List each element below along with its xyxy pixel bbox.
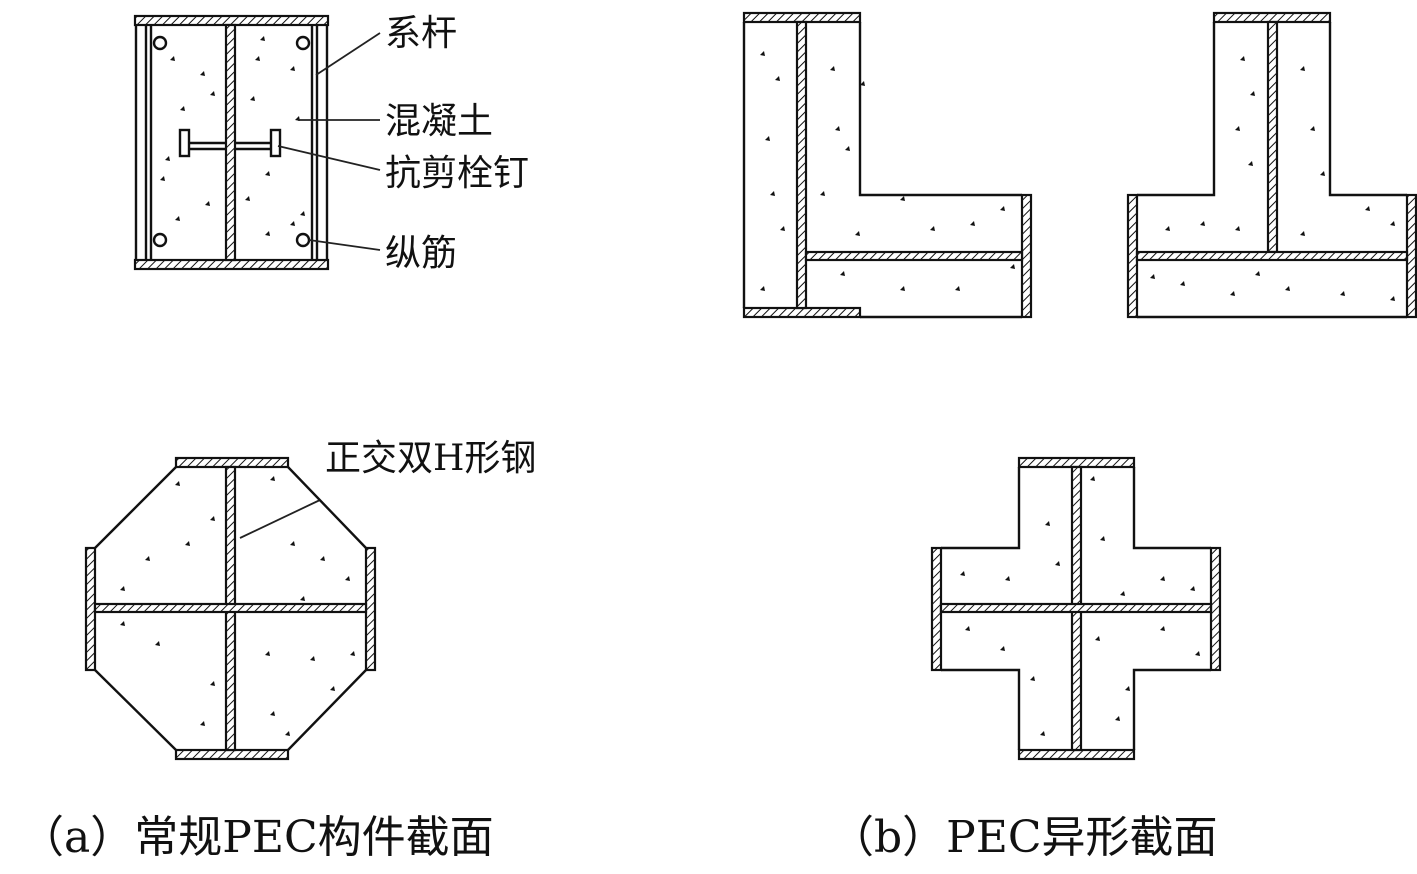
cross-left-flange: [930, 546, 943, 672]
concrete-aggregate: [160, 36, 305, 236]
label-shear-stud: 抗剪栓钉: [385, 153, 529, 194]
caption-a: （a）常规PEC构件截面: [20, 812, 494, 863]
cross-tl-corner: [941, 467, 1021, 550]
label-longitudinal-rebar: 纵筋: [385, 233, 457, 274]
rebar-bottom-left: [152, 232, 168, 248]
cross-horizontal-web: [939, 602, 1213, 614]
oct-concrete-aggregate: [120, 476, 355, 736]
t-top-flange: [1212, 11, 1332, 24]
oct-left-flange: [84, 546, 97, 672]
t-right-flange: [1405, 193, 1417, 319]
t-concrete-aggregate: [1150, 56, 1395, 301]
conventional-rect-section: [133, 14, 330, 271]
t-left-shoulder: [1137, 22, 1216, 197]
leader-tie-rod: [315, 32, 381, 76]
l-inner-corner: [858, 22, 1022, 197]
rebar-top-right: [295, 35, 311, 51]
cross-concrete-aggregate: [960, 476, 1200, 736]
t-shaped-section: [1126, 11, 1417, 319]
leader-rebar: [308, 239, 381, 251]
l-bottom-flange: [742, 306, 862, 319]
oct-bottom-flange: [174, 748, 290, 761]
bottom-flange: [133, 258, 330, 271]
leader-double-h: [239, 499, 321, 539]
cross-right-flange: [1209, 546, 1222, 672]
stud-head-right: [269, 128, 282, 158]
cross-shaped-section: [930, 456, 1222, 761]
l-horizontal-web: [804, 250, 1024, 262]
oct-edge-br: [287, 669, 367, 751]
t-horizontal-web: [1135, 250, 1409, 262]
cross-br-corner: [1132, 668, 1211, 750]
cross-tr-corner: [1132, 467, 1211, 550]
steel-web: [224, 23, 237, 262]
cross-bl-corner: [941, 668, 1021, 750]
stud-head-left: [178, 128, 191, 158]
l-shaped-section: [742, 11, 1033, 319]
cross-bottom-flange: [1017, 748, 1136, 761]
l-right-flange: [1020, 193, 1033, 319]
cross-top-flange: [1017, 456, 1136, 469]
t-vertical-web: [1266, 20, 1279, 254]
label-leaders: [239, 32, 381, 539]
oct-top-flange: [174, 456, 290, 469]
t-left-flange: [1126, 193, 1139, 319]
oct-edge-tl: [94, 466, 177, 549]
oct-horizontal-web: [93, 602, 368, 614]
l-concrete-aggregate: [760, 51, 1015, 291]
t-right-shoulder: [1328, 22, 1407, 197]
top-flange: [133, 14, 330, 27]
l-vertical-web: [795, 20, 808, 310]
leader-shear-stud: [277, 145, 381, 171]
rebar-bottom-right: [295, 232, 311, 248]
caption-b: （b）PEC异形截面: [830, 812, 1218, 863]
oct-edge-tr: [287, 466, 367, 549]
oct-right-flange: [364, 546, 377, 672]
octagonal-section: [84, 456, 377, 761]
label-concrete: 混凝土: [385, 101, 493, 142]
oct-edge-bl: [94, 669, 177, 751]
label-double-h-steel: 正交双H形钢: [325, 438, 536, 479]
l-top-flange: [742, 11, 862, 24]
rebar-top-left: [152, 35, 168, 51]
label-tie-rod: 系杆: [385, 13, 457, 54]
